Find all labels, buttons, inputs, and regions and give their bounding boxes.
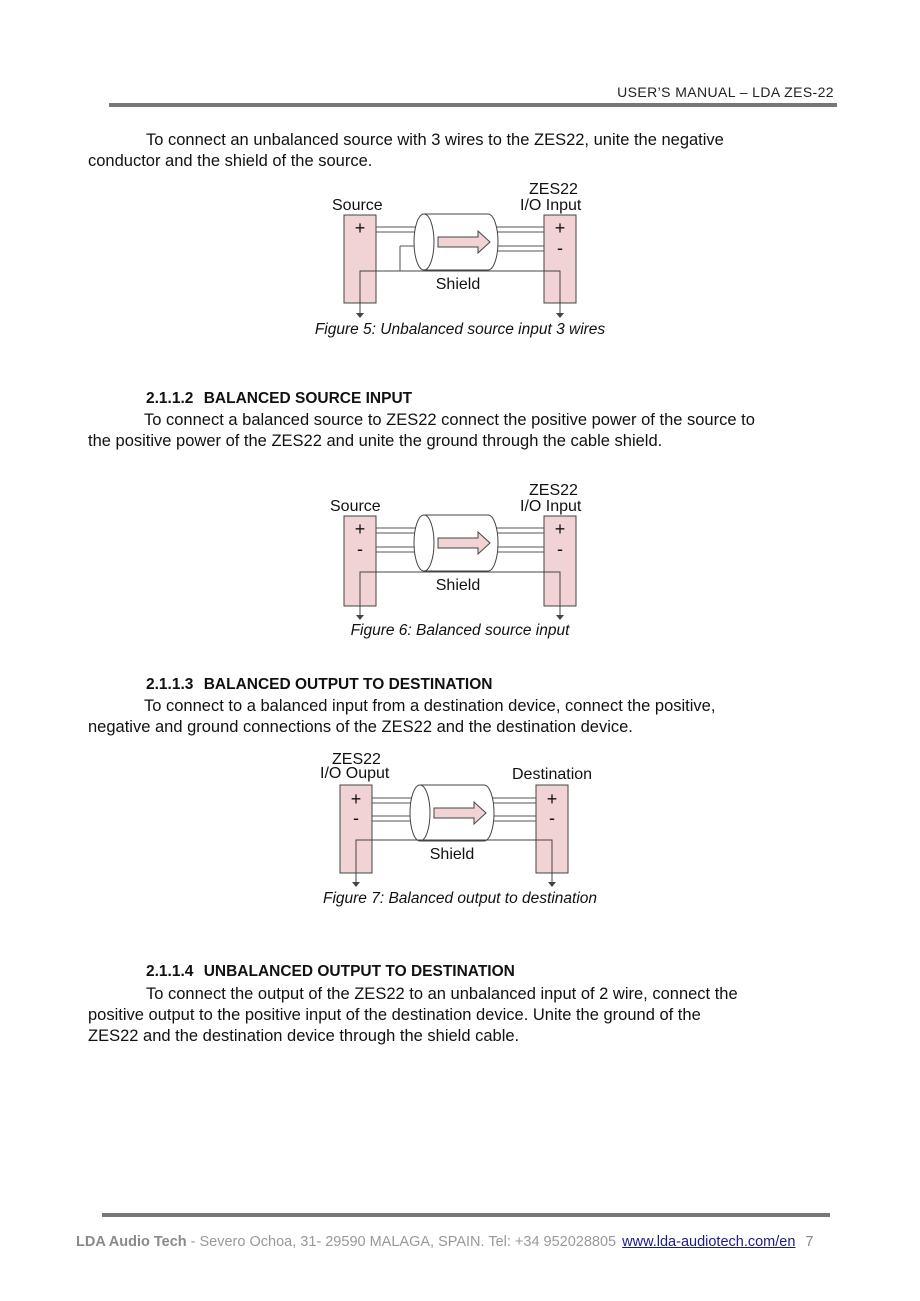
signal-arrow-icon: [437, 530, 491, 556]
shield-ground-line: [355, 839, 553, 873]
zes22-label: ZES22: [332, 751, 381, 768]
ground-icon: [356, 313, 364, 318]
terminal-plus: +: [555, 519, 566, 539]
terminal-plus: +: [355, 218, 366, 238]
footer-company: LDA Audio Tech: [76, 1234, 187, 1250]
header-rule: [109, 103, 837, 107]
terminal-plus: +: [355, 519, 366, 539]
cable-shield-end: [413, 514, 435, 572]
section-number: 2.1.1.3: [146, 676, 194, 693]
io-input-label: I/O Input: [520, 498, 582, 515]
footer-rule: [102, 1213, 830, 1217]
io-output-label: I/O Ouput: [320, 765, 390, 782]
terminal-minus: -: [557, 238, 563, 258]
figure-5-caption: Figure 5: Unbalanced source input 3 wire…: [314, 321, 606, 338]
zes22-label: ZES22: [529, 482, 578, 499]
terminal-minus: -: [357, 539, 363, 559]
paragraph-line: To connect a balanced source to ZES22 co…: [144, 411, 755, 429]
source-label: Source: [330, 498, 381, 515]
io-input-label: I/O Input: [520, 197, 582, 214]
section-paragraph: To connect to a balanced input from a de…: [88, 696, 838, 738]
intro-paragraph: To connect an unbalanced source with 3 w…: [88, 130, 838, 172]
shield-ground-line: [359, 571, 561, 606]
section-heading: 2.1.1.2 BALANCED SOURCE INPUT: [146, 390, 412, 408]
terminal-plus: +: [555, 218, 566, 238]
figure-6-diagram: Source ZES22 I/O Input + - + - Shield: [330, 482, 582, 620]
cable-shield-end: [409, 784, 431, 842]
signal-arrow-icon: [437, 229, 491, 255]
terminal-minus: -: [549, 808, 555, 828]
ground-icon: [556, 313, 564, 318]
terminal-plus: +: [547, 789, 558, 809]
section-title: UNBALANCED OUTPUT TO DESTINATION: [203, 963, 515, 980]
ground-icon: [352, 882, 360, 887]
shield-label: Shield: [436, 276, 480, 293]
footer-address: - Severo Ochoa, 31- 29590 MALAGA, SPAIN.…: [186, 1234, 617, 1250]
zes22-label: ZES22: [529, 181, 578, 198]
paragraph-line: To connect the output of the ZES22 to an…: [146, 985, 738, 1003]
ground-icon: [356, 615, 364, 620]
paragraph-line: positive output to the positive input of…: [88, 1006, 701, 1024]
cable-shield-end: [413, 213, 435, 271]
figure-6-caption: Figure 6: Balanced source input: [350, 622, 570, 639]
paragraph-line: ZES22 and the destination device through…: [88, 1027, 520, 1045]
section-paragraph: To connect a balanced source to ZES22 co…: [88, 410, 838, 452]
section-paragraph: To connect the output of the ZES22 to an…: [88, 984, 838, 1047]
paragraph-line: the positive power of the ZES22 and unit…: [88, 432, 663, 450]
footer-website-link[interactable]: www.lda-audiotech.com/en: [622, 1234, 796, 1250]
section-title: BALANCED SOURCE INPUT: [203, 390, 413, 407]
paragraph-line: To connect an unbalanced source with 3 w…: [146, 131, 724, 149]
ground-icon: [548, 882, 556, 887]
figure-7-caption: Figure 7: Balanced output to destination: [322, 890, 598, 907]
page-footer: LDA Audio Tech - Severo Ochoa, 31- 29590…: [76, 1234, 814, 1250]
destination-label: Destination: [512, 766, 592, 783]
paragraph-line: conductor and the shield of the source.: [88, 152, 373, 170]
section-number: 2.1.1.2: [146, 390, 194, 407]
ground-icon: [556, 615, 564, 620]
signal-arrow-icon: [433, 800, 487, 826]
section-number: 2.1.1.4: [146, 963, 194, 980]
page-number: 7: [805, 1234, 814, 1250]
shield-ground-line: [359, 270, 561, 303]
source-label: Source: [332, 197, 383, 214]
section-heading: 2.1.1.4 UNBALANCED OUTPUT TO DESTINATION: [146, 963, 515, 981]
figure-5-diagram: Source ZES22 I/O Input + + - Shield: [332, 181, 582, 318]
shield-label: Shield: [430, 846, 474, 863]
section-title: BALANCED OUTPUT TO DESTINATION: [203, 676, 493, 693]
terminal-plus: +: [351, 789, 362, 809]
page-header-title: USER’S MANUAL – LDA ZES-22: [617, 84, 834, 100]
terminal-minus: -: [353, 808, 359, 828]
shield-label: Shield: [436, 577, 480, 594]
terminal-minus: -: [557, 539, 563, 559]
paragraph-line: To connect to a balanced input from a de…: [144, 697, 716, 715]
figure-7-diagram: ZES22 I/O Ouput Destination + - + - Shie…: [320, 751, 592, 887]
paragraph-line: negative and ground connections of the Z…: [88, 718, 633, 736]
section-heading: 2.1.1.3 BALANCED OUTPUT TO DESTINATION: [146, 676, 492, 694]
